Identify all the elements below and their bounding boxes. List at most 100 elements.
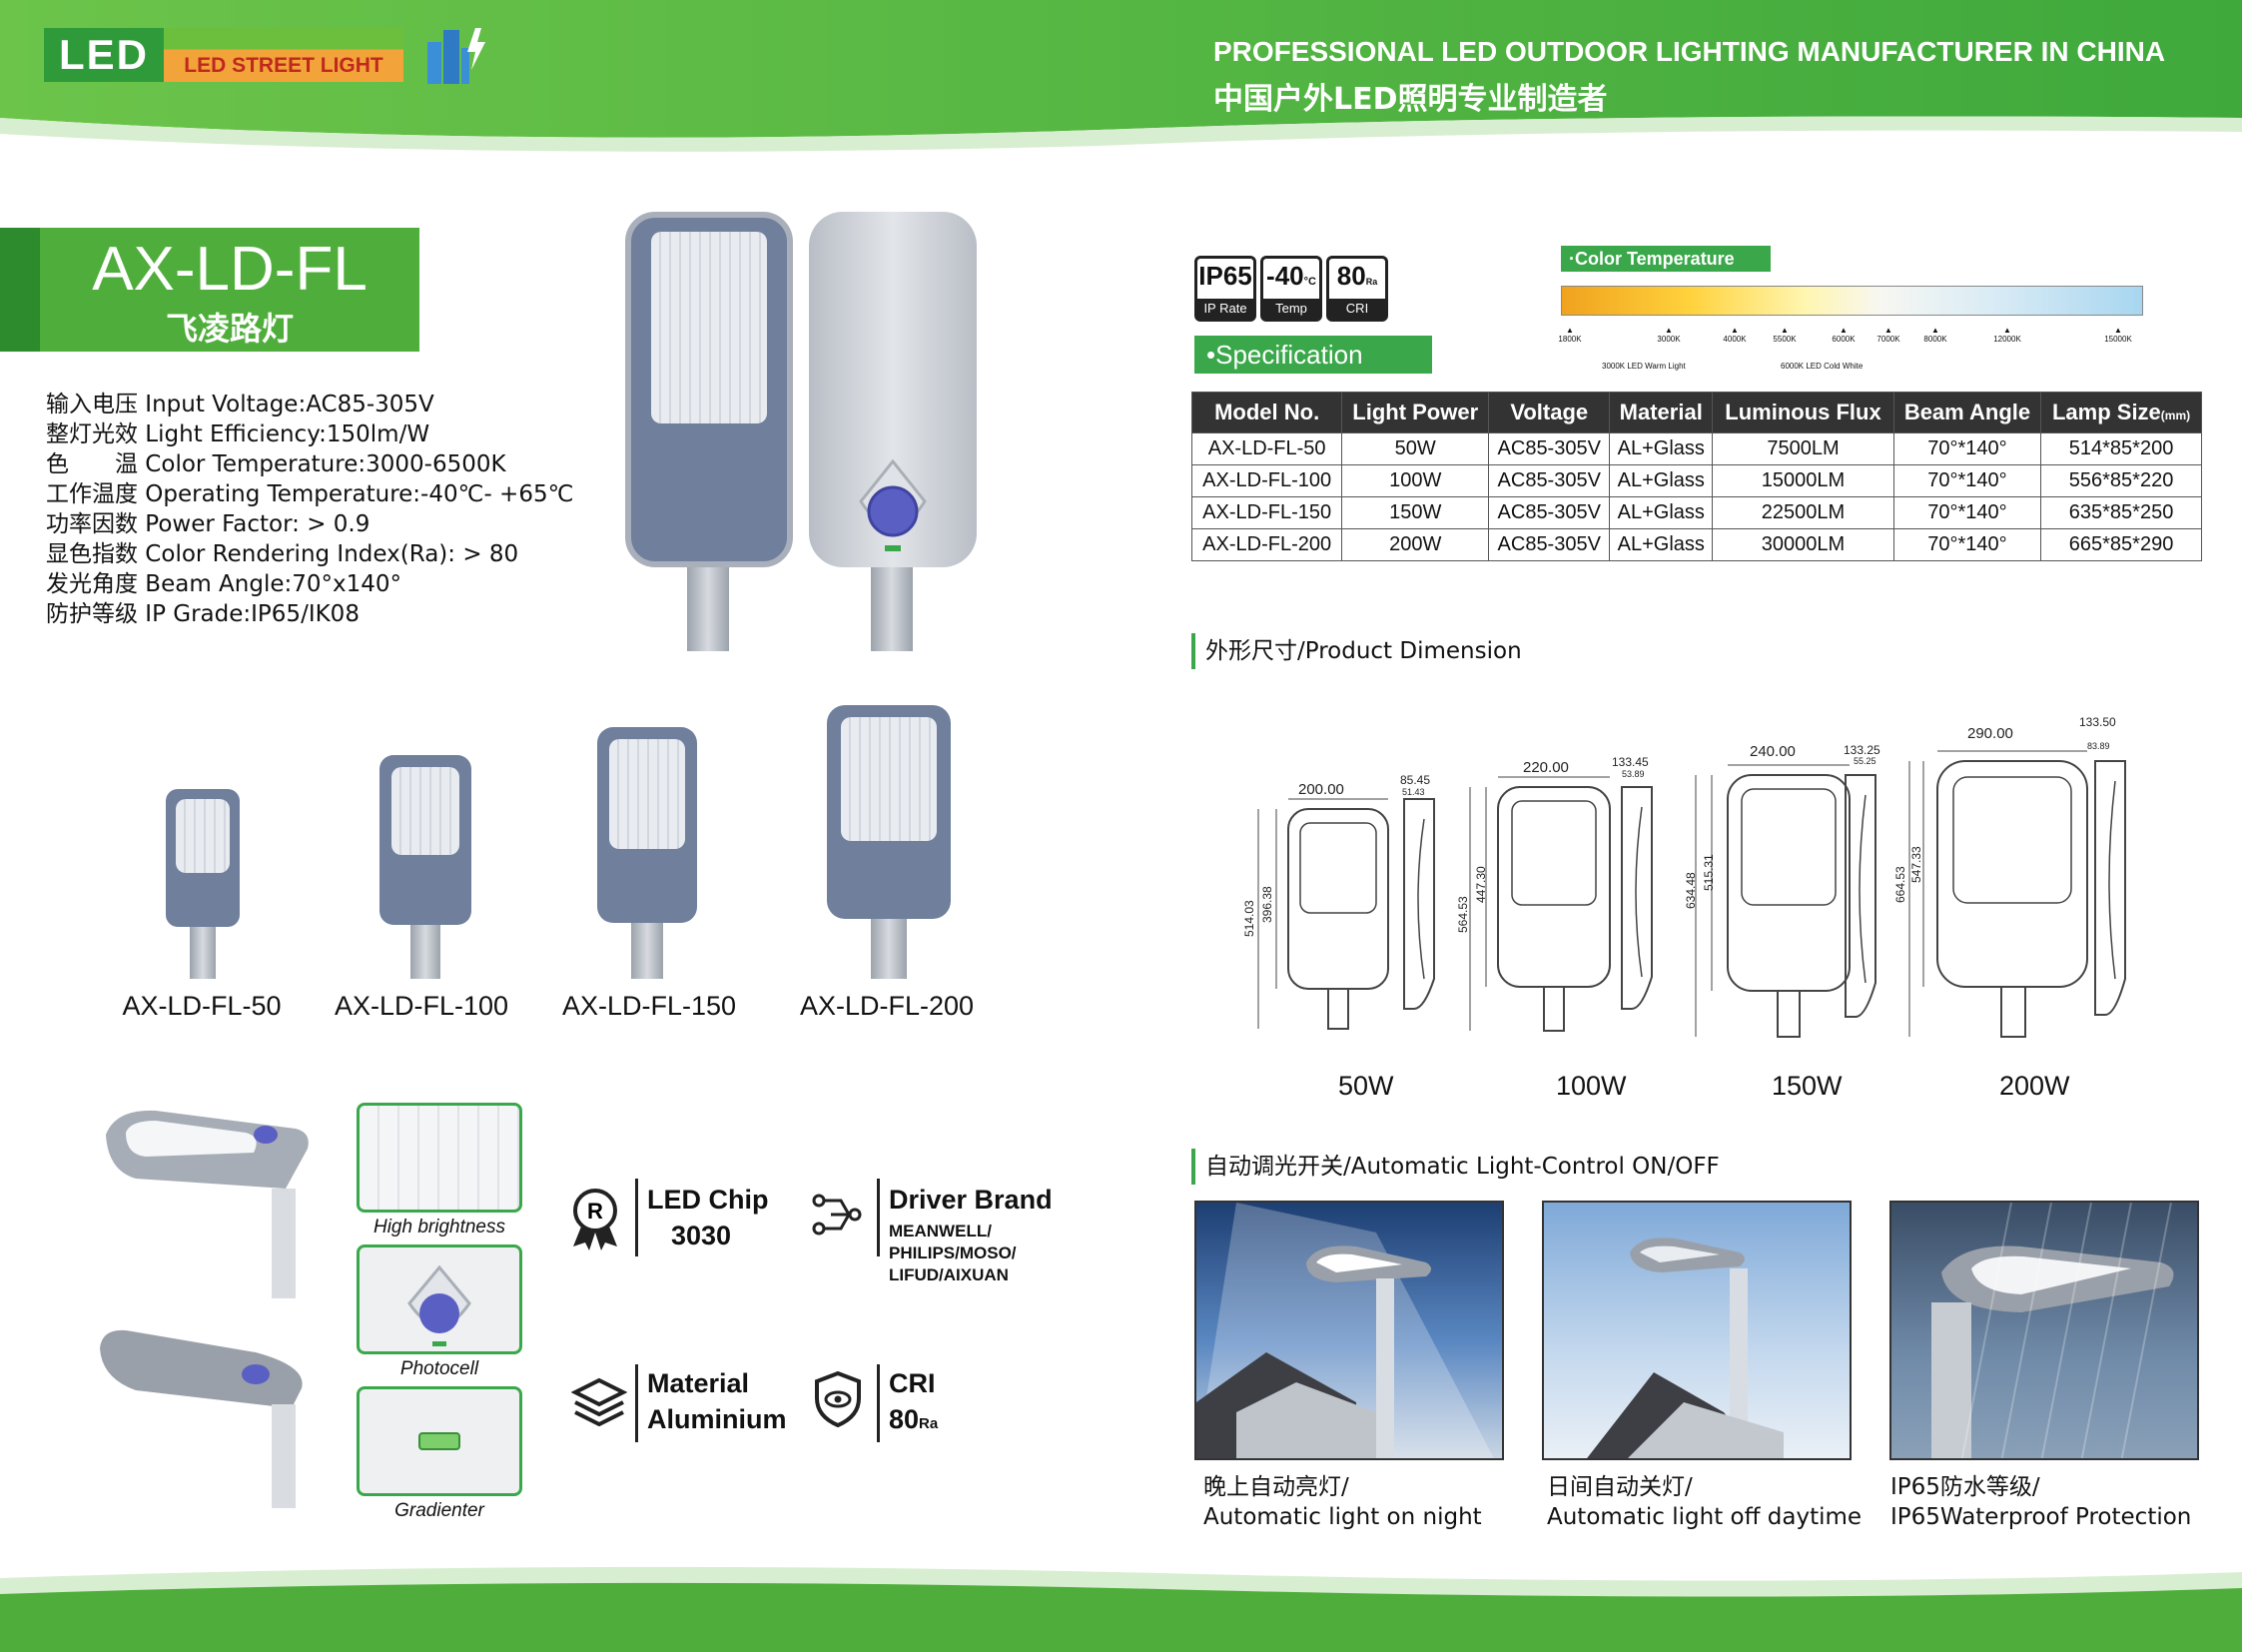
- ip-rate-label: IP Rate: [1197, 299, 1253, 319]
- dimension-drawing-150w: [1695, 764, 1851, 1038]
- cold-white-note: 6000K LED Cold White: [1781, 362, 1864, 371]
- angled-lamp-top-view: [96, 1099, 326, 1298]
- table-cell: AL+Glass: [1609, 528, 1714, 561]
- ct-tick-5500: ▲5500K: [1773, 326, 1797, 344]
- photo-day-light-off: [1542, 1201, 1852, 1460]
- spec-cri: 显色指数 Color Rendering Index(Ra): > 80: [46, 541, 519, 567]
- side-sub-200w: 83.89: [2087, 741, 2110, 751]
- table-cell: AL+Glass: [1609, 432, 1714, 465]
- cri-title: CRI: [889, 1368, 936, 1398]
- temp-min-label: Temp Min: [1263, 299, 1319, 336]
- cri-badge: 80Ra CRI: [1326, 256, 1388, 322]
- width-100w: 220.00: [1523, 759, 1569, 776]
- side-top-50w: 85.45: [1400, 773, 1431, 787]
- watt-label-100w: 100W: [1556, 1071, 1627, 1101]
- model-label-100: AX-LD-FL-100: [334, 991, 509, 1021]
- table-cell: 70°*140°: [1892, 464, 2042, 497]
- cri-badge-label: CRI: [1329, 299, 1385, 319]
- logo-street-light: LED STREET LIGHT: [164, 28, 403, 82]
- lineup-lamp-150: [597, 727, 697, 979]
- table-cell: AL+Glass: [1609, 496, 1714, 529]
- height-inner-50w: 396.38: [1260, 886, 1274, 923]
- spec-input-voltage: 输入电压 Input Voltage:AC85-305V: [46, 392, 434, 417]
- dimension-drawing-100w: [1469, 776, 1611, 1032]
- table-cell: 70°*140°: [1892, 432, 2042, 465]
- product-title-block: AX-LD-FL 飞凌路灯: [0, 228, 419, 352]
- table-header-row: Model No. Light Power Voltage Material L…: [1190, 392, 2202, 433]
- spec-operating-temperature: 工作温度 Operating Temperature:-40℃- +65℃: [46, 481, 574, 507]
- col-model: Model No.: [1190, 392, 1343, 433]
- table-cell: AC85-305V: [1488, 464, 1611, 497]
- ct-tick-8000: ▲8000K: [1923, 326, 1947, 344]
- cri-badge-unit: Ra: [1365, 277, 1378, 287]
- table-cell: 514*85*200: [2040, 432, 2202, 465]
- col-voltage: Voltage: [1488, 392, 1611, 433]
- led-chip-title: LED Chip: [647, 1185, 769, 1215]
- specification-tag: •Specification: [1194, 336, 1432, 374]
- table-cell: 70°*140°: [1892, 528, 2042, 561]
- tagline-english: PROFESSIONAL LED OUTDOOR LIGHTING MANUFA…: [1213, 36, 2166, 67]
- col-beam-angle: Beam Angle: [1892, 392, 2042, 433]
- photo-waterproof-rain: [1889, 1201, 2199, 1460]
- color-temperature-bar: [1561, 286, 2143, 316]
- dimension-drawing-200w: [1908, 750, 2088, 1038]
- watt-label-50w: 50W: [1338, 1071, 1394, 1101]
- cri-unit: Ra: [919, 1415, 939, 1432]
- color-temperature-tag: ·Color Temperature: [1561, 246, 1771, 272]
- divider-cri: [877, 1364, 880, 1442]
- table-cell: 70°*140°: [1892, 496, 2042, 529]
- table-cell: 30000LM: [1712, 528, 1894, 561]
- ct-tick-6000: ▲6000K: [1832, 326, 1856, 344]
- spec-table: Model No. Light Power Voltage Material L…: [1190, 392, 2202, 561]
- lineup-lamp-200: [827, 705, 951, 979]
- temp-min-badge: -40°C Temp Min: [1260, 256, 1322, 336]
- shield-eye-icon: [815, 1370, 861, 1428]
- ct-tick-7000: ▲7000K: [1876, 326, 1900, 344]
- photo-night-light-on: [1194, 1201, 1504, 1460]
- material-value: Aluminium: [647, 1404, 787, 1434]
- driver-brand-value: MEANWELL/ PHILIPS/MOSO/ LIFUD/AIXUAN: [889, 1222, 1017, 1284]
- svg-text:R: R: [587, 1199, 603, 1224]
- table-cell: AL+Glass: [1609, 464, 1714, 497]
- color-temperature-label: Color Temperature: [1575, 249, 1735, 269]
- side-top-150w: 133.25: [1844, 743, 1880, 757]
- led-chip-value: 3030: [671, 1221, 732, 1250]
- width-50w: 200.00: [1298, 781, 1344, 798]
- model-label-150: AX-LD-FL-150: [561, 991, 737, 1021]
- warm-light-note: 3000K LED Warm Light: [1602, 362, 1686, 371]
- table-cell: 100W: [1341, 464, 1490, 497]
- col-lamp-size: Lamp Size(mm): [2040, 392, 2202, 433]
- temp-min-value: -40: [1266, 261, 1304, 291]
- cri-badge-value: 80: [1336, 261, 1366, 291]
- table-cell: AX-LD-FL-150: [1190, 496, 1343, 529]
- model-label-200: AX-LD-FL-200: [799, 991, 975, 1021]
- col-material: Material: [1609, 392, 1714, 433]
- photocell-icon: [859, 458, 927, 551]
- driver-brand-title: Driver Brand: [889, 1185, 1053, 1215]
- ct-tick-1800: ▲1800K: [1558, 326, 1582, 344]
- side-drawing-200w: [2094, 760, 2126, 1016]
- ct-tick-12000: ▲12000K: [1993, 326, 2021, 344]
- spec-list: 输入电压 Input Voltage:AC85-305V 整灯光效 Light …: [46, 390, 605, 629]
- dimension-drawing-50w: [1257, 798, 1389, 1030]
- dimension-heading: 外形尺寸/Product Dimension: [1191, 633, 1522, 669]
- col-luminous-flux: Luminous Flux: [1712, 392, 1894, 433]
- high-brightness-image: [357, 1103, 522, 1213]
- side-drawing-100w: [1621, 786, 1653, 1010]
- table-cell: 635*85*250: [2040, 496, 2202, 529]
- watt-label-150w: 150W: [1772, 1071, 1843, 1101]
- height-outer-50w: 514.03: [1242, 900, 1256, 937]
- table-cell: AC85-305V: [1488, 528, 1611, 561]
- height-inner-200w: 547.33: [1909, 846, 1923, 883]
- specification-label: Specification: [1215, 340, 1363, 370]
- spec-color-temperature: 色 温 Color Temperature:3000-6500K: [46, 451, 506, 477]
- spec-beam-angle: 发光角度 Beam Angle:70°x140°: [46, 571, 402, 597]
- table-cell: AX-LD-FL-50: [1190, 432, 1343, 465]
- temp-min-unit: °C: [1303, 276, 1316, 288]
- ip-rate-badge: IP65 IP Rate: [1194, 256, 1256, 322]
- high-brightness-label: High brightness: [373, 1217, 506, 1238]
